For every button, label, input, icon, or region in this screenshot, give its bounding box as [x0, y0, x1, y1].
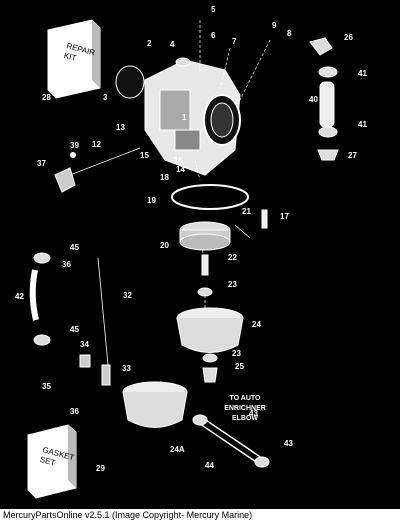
washer-23-top — [197, 287, 213, 297]
callout-23: 23 — [232, 349, 241, 358]
callout-27: 27 — [348, 151, 357, 160]
bowl-24A — [122, 381, 188, 428]
callout-26: 26 — [344, 33, 353, 42]
callout-8: 8 — [287, 29, 292, 38]
callout-21: 21 — [242, 207, 251, 216]
hose-44 — [192, 414, 270, 468]
callout-42: 42 — [15, 292, 24, 301]
screw-39 — [70, 152, 76, 158]
callout-28: 28 — [42, 93, 51, 102]
plug-25 — [202, 367, 218, 383]
gasket-2 — [115, 65, 145, 99]
rod-32 — [97, 257, 109, 366]
part-34 — [79, 354, 91, 368]
callout-5: 5 — [211, 5, 216, 14]
callout-6: 6 — [211, 31, 216, 40]
callout-19: 19 — [147, 196, 156, 205]
callout-35: 35 — [42, 382, 51, 391]
cap-45-bottom — [33, 334, 51, 346]
gasket-set-box: GASKETSET — [27, 424, 77, 499]
jet-22 — [201, 254, 209, 276]
callout-12: 12 — [92, 140, 101, 149]
exploded-parts-diagram: REPAIRKIT — [15, 5, 368, 499]
note-line-2: ENRICHNER — [224, 405, 266, 412]
callout-3: 3 — [103, 93, 108, 102]
washer-4 — [175, 57, 191, 67]
callout-45: 45 — [70, 325, 79, 334]
callout-41: 41 — [358, 69, 367, 78]
carburetor-body — [144, 59, 241, 176]
callout-32: 32 — [123, 291, 132, 300]
callout-43: 43 — [284, 439, 293, 448]
callout-1: 1 — [182, 113, 187, 122]
needle-17 — [261, 209, 268, 229]
callout-40: 40 — [309, 95, 318, 104]
callout-14: 14 — [176, 165, 185, 174]
callout-7: 7 — [232, 37, 237, 46]
callout-43: 43 — [249, 409, 258, 418]
callout-2: 2 — [147, 39, 152, 48]
callout-17: 17 — [280, 212, 289, 221]
callout-22: 22 — [228, 253, 237, 262]
float-bowl-24 — [176, 307, 244, 353]
callout-13: 13 — [116, 123, 125, 132]
callout-24: 24 — [252, 320, 261, 329]
callout-16: 16 — [174, 156, 183, 165]
callout-34: 34 — [80, 340, 89, 349]
callout-37: 37 — [37, 159, 46, 168]
lever-37 — [54, 167, 76, 193]
callout-36: 36 — [70, 407, 79, 416]
callout-20: 20 — [160, 241, 169, 250]
cap-45-top — [33, 252, 51, 264]
callout-15: 15 — [140, 151, 149, 160]
o-ring-19 — [171, 184, 249, 210]
note-line-1: TO AUTO — [230, 395, 262, 402]
repair-kit-box: REPAIRKIT — [47, 19, 101, 99]
callout-41: 41 — [358, 120, 367, 129]
callout-9: 9 — [272, 21, 277, 30]
callout-39: 39 — [70, 141, 79, 150]
callout-36: 36 — [62, 260, 71, 269]
callout-45: 45 — [70, 243, 79, 252]
callout-24A: 24A — [170, 445, 185, 454]
callout-18: 18 — [160, 173, 169, 182]
callout-23: 23 — [228, 280, 237, 289]
note-line-3: ELBOW — [232, 415, 258, 422]
hose-42 — [29, 269, 39, 321]
callout-33: 33 — [122, 364, 131, 373]
float-20 — [179, 221, 231, 251]
callout-29: 29 — [96, 464, 105, 473]
copyright-footer: MercuryPartsOnline v2.5.1 (Image Copyrig… — [0, 509, 400, 521]
washer-23-bottom — [202, 353, 218, 363]
callout-44: 44 — [205, 461, 214, 470]
callout-4: 4 — [170, 40, 175, 49]
fitting-assembly-right — [309, 37, 339, 161]
callout-25: 25 — [235, 362, 244, 371]
part-33 — [101, 364, 111, 386]
